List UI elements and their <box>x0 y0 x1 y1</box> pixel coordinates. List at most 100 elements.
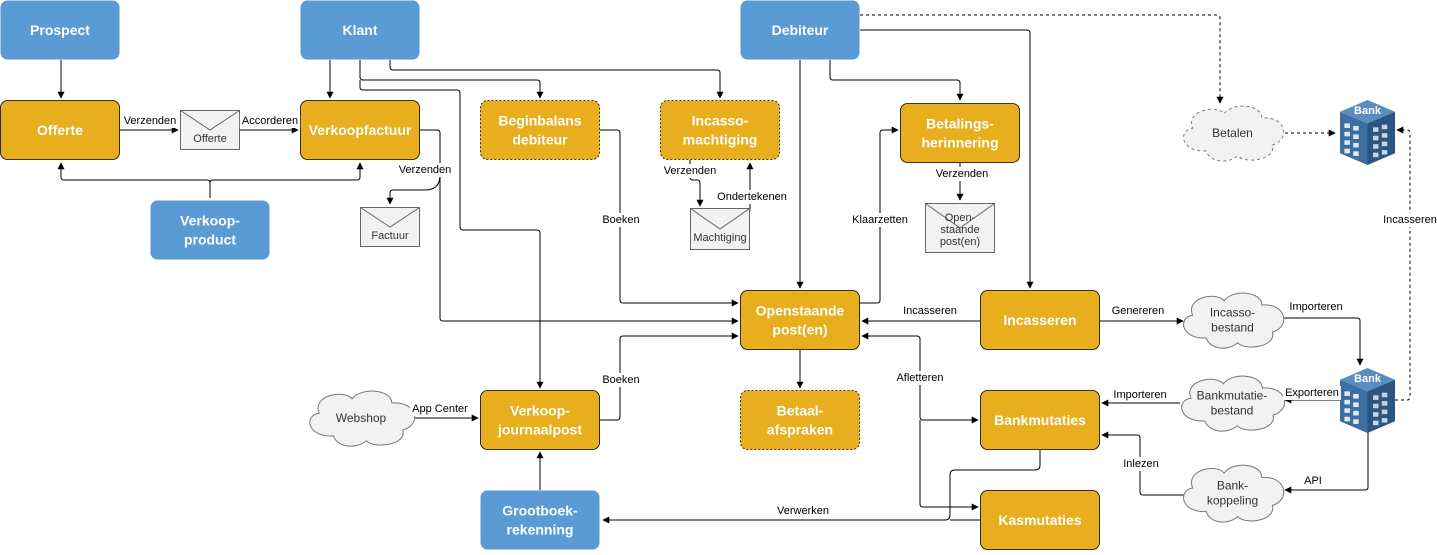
node-bankmutaties[interactable]: Bankmutaties <box>980 390 1100 450</box>
edge-label-importeren_top: Importeren <box>1287 300 1345 314</box>
edge-label-bg <box>894 371 946 385</box>
edge-label-text: Klaarzetten <box>852 214 908 226</box>
edge-label-text: Importeren <box>1113 389 1166 401</box>
envelope-flap <box>180 110 240 131</box>
cloud-icon-incassobestand: Incasso-bestand <box>1183 292 1285 349</box>
cloud-shape <box>1183 464 1285 523</box>
cloud-icon-bankmutatiebestand: Bankmutatie-bestand <box>1181 375 1286 432</box>
label-line: Betaal- <box>777 403 824 419</box>
node-box <box>740 290 860 350</box>
edge-label-text: Incasseren <box>903 305 957 317</box>
node-box <box>0 100 120 160</box>
bank-right-face <box>1367 379 1395 433</box>
label-line: Open- <box>945 212 976 224</box>
bank-window <box>1353 419 1359 424</box>
node-box <box>740 390 860 450</box>
edge-label-afletteren: Afletteren <box>894 371 946 385</box>
edge-debiteur-incasseren <box>860 29 1034 289</box>
label-line: Offerte <box>193 133 226 145</box>
node-debiteur[interactable]: Debiteur <box>740 0 860 60</box>
edge-incassobestand-bank <box>1280 317 1364 366</box>
edge-label-genereren: Genereren <box>1109 304 1167 318</box>
label-line: Incasso- <box>692 113 749 129</box>
edge-label-bg <box>239 114 301 128</box>
label-line: Incasso- <box>1210 306 1255 320</box>
envelope-flap <box>360 207 420 228</box>
node-betaalafspraken[interactable]: Betaal-afspraken <box>740 390 860 450</box>
edge-label-verzenden_factuur: Verzenden <box>396 163 454 177</box>
bank-window <box>1381 392 1388 398</box>
edge-product-offerte <box>57 162 211 198</box>
edge-label-text: Verzenden <box>936 168 989 180</box>
cloud-icon-webshop: Webshop <box>309 390 416 447</box>
label-line: Webshop <box>336 411 387 425</box>
cloud-shape <box>1183 292 1285 349</box>
label-line: rekenning <box>507 522 574 538</box>
cloud-shape <box>309 390 416 447</box>
label-line: machtiging <box>683 132 758 148</box>
label-line: Bankmutatie- <box>1197 389 1268 403</box>
bank-window <box>1353 402 1359 407</box>
label-line: Machtiging <box>693 232 746 244</box>
edge-label-boeken_beginbalans: Boeken <box>600 213 642 227</box>
node-incassomachtiging[interactable]: Incasso-machtiging <box>660 100 780 160</box>
label-line: Factuur <box>371 230 409 242</box>
edge-label-text: Verzenden <box>399 164 452 176</box>
bank-window <box>1381 150 1388 155</box>
edge-label-ondertekenen: Ondertekenen <box>715 190 789 204</box>
node-prospect[interactable]: Prospect <box>0 0 120 60</box>
node-verkoopproduct[interactable]: Verkoop-product <box>150 200 270 260</box>
label-line: Beginbalans <box>498 113 581 129</box>
edge-bank-koppeling <box>1284 430 1369 494</box>
node-kasmutaties[interactable]: Kasmutaties <box>980 490 1100 550</box>
node-verkoopjournaalpost[interactable]: Verkoop-journaalpost <box>480 390 600 450</box>
envelope-flap <box>925 203 995 229</box>
bank-window <box>1344 131 1350 137</box>
node-box <box>980 290 1100 350</box>
node-klant[interactable]: Klant <box>300 0 420 60</box>
label-line: bestand <box>1211 404 1254 418</box>
bank-window <box>1373 144 1379 149</box>
label-line: bestand <box>1211 321 1254 335</box>
bank-roof <box>1340 368 1395 392</box>
edge-label-bg <box>715 190 789 204</box>
edge-label-text: Verzenden <box>664 165 717 177</box>
label-line: Betalen <box>1212 126 1253 140</box>
edge-label-bg <box>661 164 719 178</box>
node-box <box>480 390 600 450</box>
edge-label-bg <box>600 373 642 387</box>
node-incasseren[interactable]: Incasseren <box>980 290 1100 350</box>
edge-label-bg <box>1381 213 1437 227</box>
node-box <box>480 100 600 160</box>
cloud-icon-bankkoppeling: Bank-koppeling <box>1183 464 1285 523</box>
label-line: Kasmutaties <box>998 512 1081 528</box>
node-grootboekrekening[interactable]: Grootboek-rekenning <box>480 490 600 550</box>
edge-label-text: Incasseren <box>1383 214 1437 226</box>
envelope-flap <box>690 208 750 230</box>
edge-label-text: Exporteren <box>1285 387 1339 399</box>
edge-bank-bank <box>1395 126 1411 401</box>
bank-window <box>1381 418 1388 423</box>
edge-label-api: API <box>1302 474 1324 488</box>
label-line: Betalings- <box>926 116 994 132</box>
bank-window <box>1344 399 1350 405</box>
edge-klant-incassomachtiging <box>389 60 724 99</box>
node-offerte[interactable]: Offerte <box>0 100 120 160</box>
node-verkoopfactuur[interactable]: Verkoopfactuur <box>300 100 420 160</box>
label-line: staande <box>940 224 979 236</box>
edge-label-text: Ondertekenen <box>717 191 787 203</box>
node-box <box>480 490 600 550</box>
edge-verkoopfactuur-factuur <box>386 129 441 205</box>
edge-klant-journaalpost <box>359 80 544 389</box>
node-betalingsherinnering[interactable]: Betalings-herinnering <box>900 103 1020 163</box>
bank-window <box>1353 142 1359 148</box>
bank-icon: Bank <box>1340 368 1395 433</box>
label-line: herinnering <box>921 135 998 151</box>
bank-roof <box>1340 100 1395 124</box>
edge-label-bg <box>1302 474 1324 488</box>
edges <box>57 14 1411 524</box>
edge-label-text: Verwerken <box>777 505 829 517</box>
